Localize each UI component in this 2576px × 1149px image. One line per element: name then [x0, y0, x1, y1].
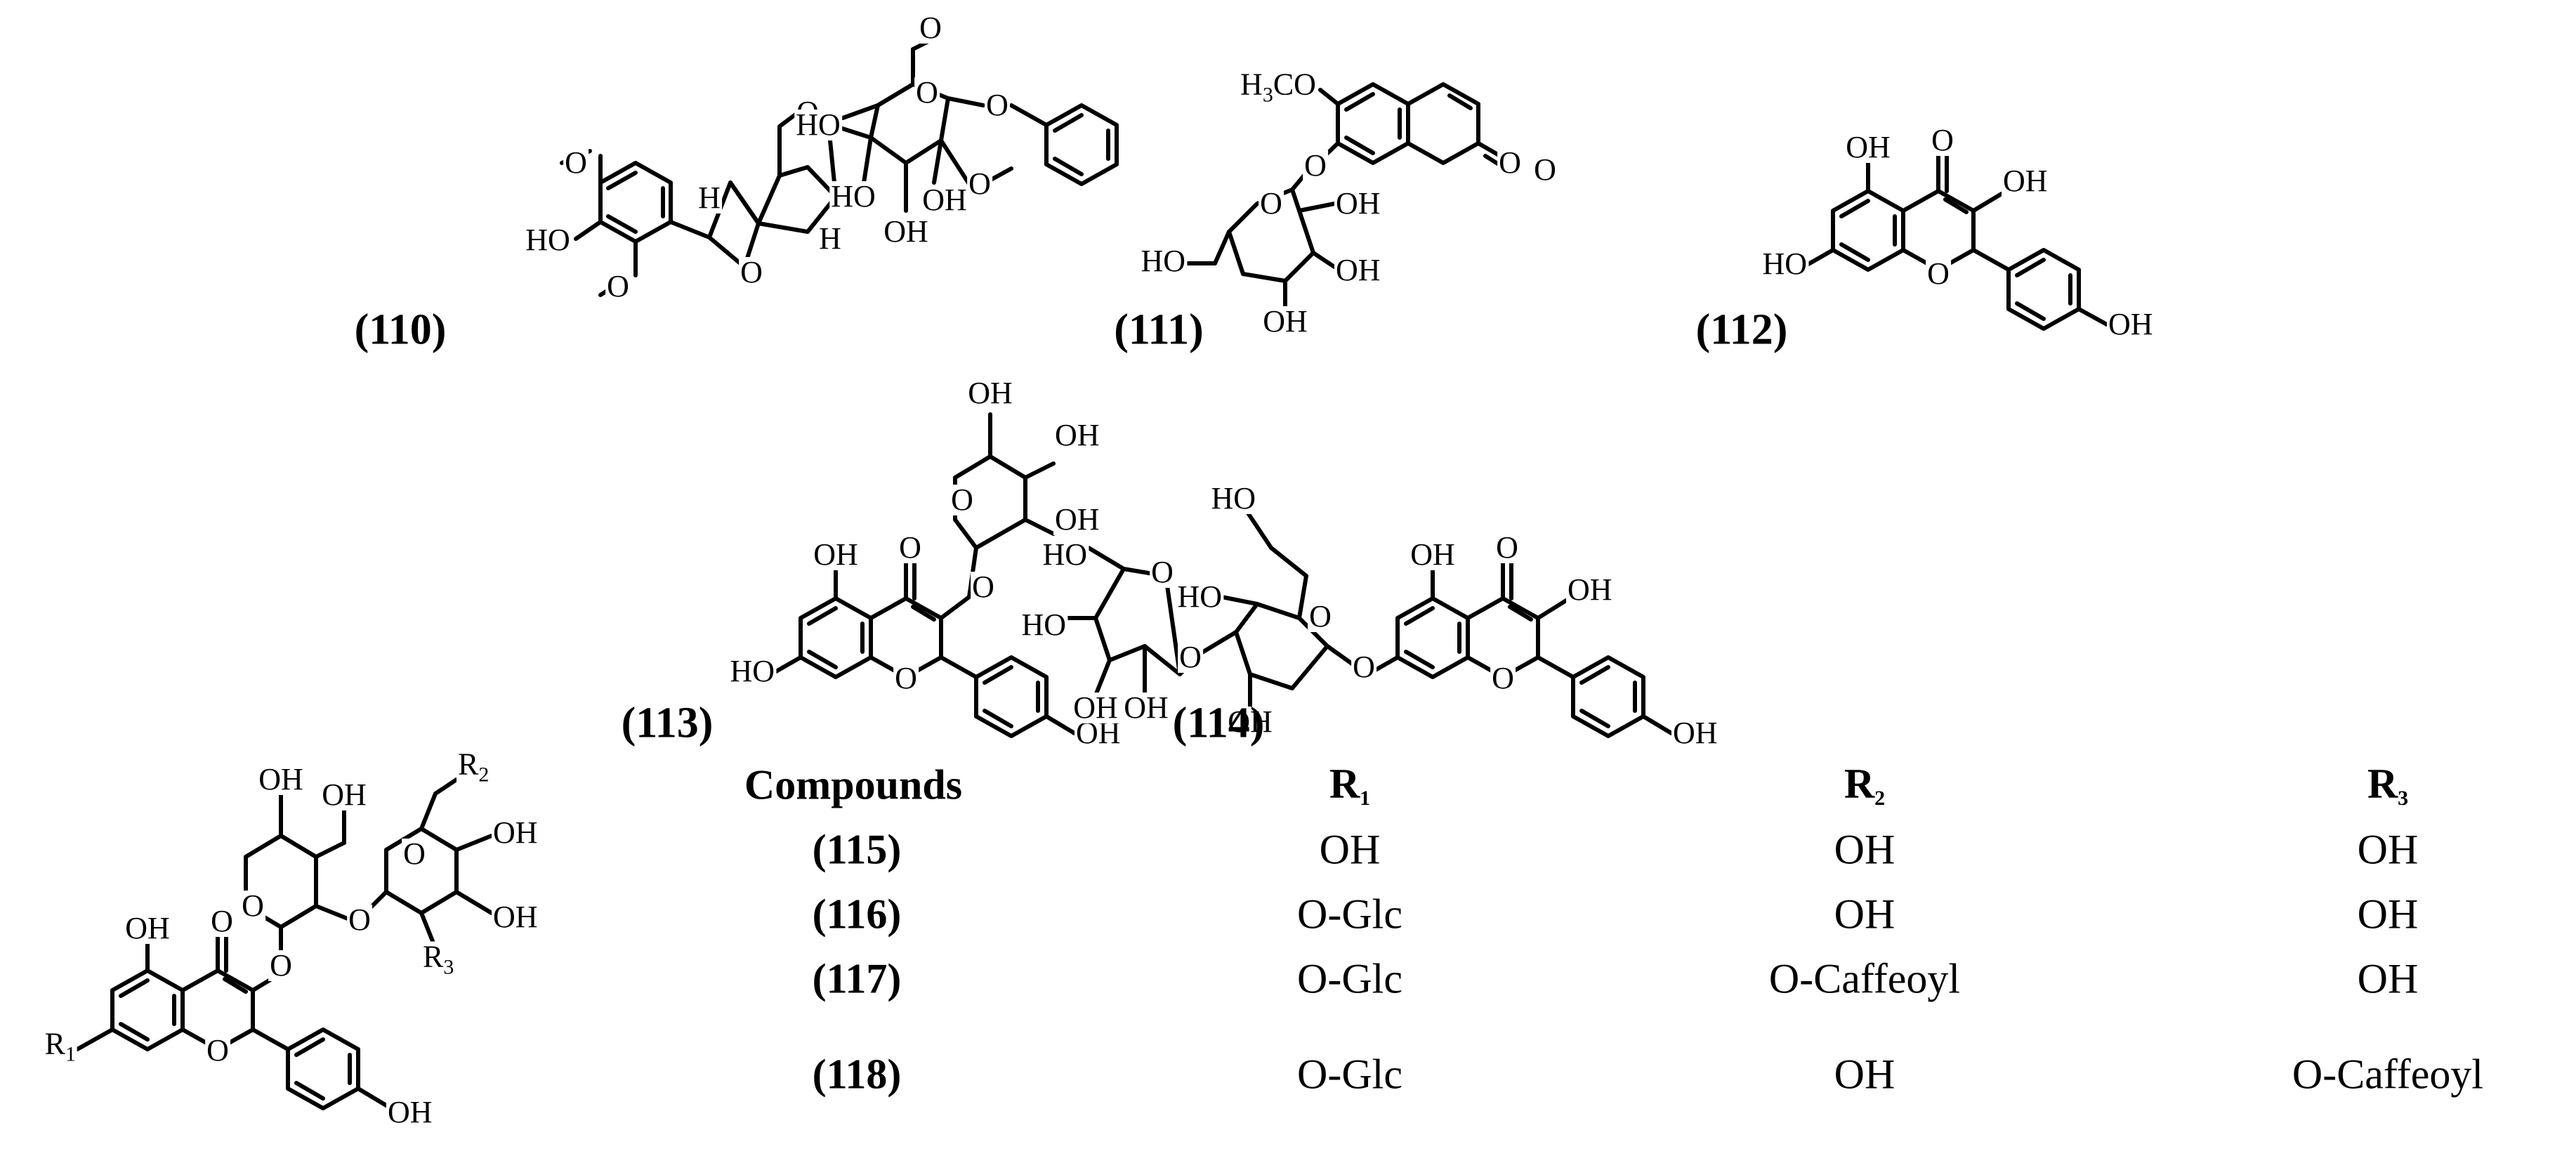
table-row-r1: OH	[1319, 826, 1381, 873]
atom-oh: OH	[882, 214, 930, 249]
atom-ether-o: O	[985, 88, 1010, 122]
atom-ring-o: O	[1490, 661, 1516, 695]
table-row-r3: OH	[2357, 891, 2419, 938]
atom-ring-o: O	[1259, 186, 1284, 221]
atom-oh: OH	[2107, 307, 2155, 341]
atom-ring-o: O	[739, 255, 764, 289]
table-row-r2: OH	[1834, 826, 1895, 873]
atom-ether-o: O	[347, 902, 372, 937]
table-header-r2: R2	[1844, 761, 1886, 810]
atom-oh: OH	[257, 762, 305, 796]
atom-methoxy-o: O	[563, 145, 589, 180]
atom-ho: HO	[829, 179, 877, 214]
atom-oh: OH	[1226, 704, 1274, 739]
atom-oh: OH	[1409, 537, 1457, 572]
atom-oh: OH	[1122, 690, 1170, 725]
compound-113-bonds	[774, 412, 1077, 738]
atom-oh: OH	[1053, 418, 1101, 452]
atom-ho: HO	[1176, 579, 1223, 614]
atom-carbonyl-o: O	[1532, 152, 1558, 187]
atom-ring-o: O	[1150, 555, 1175, 589]
atom-ho: HO	[1020, 608, 1067, 642]
atom-ring-o: O	[240, 888, 265, 923]
atom-oh: OH	[492, 900, 539, 934]
atom-carbonyl-o: O	[898, 530, 923, 565]
atom-oh: OH	[124, 911, 171, 945]
atom-ether-o: O	[1178, 640, 1203, 674]
atom-ring-o: O	[914, 75, 940, 110]
atom-ether-o: O	[1303, 148, 1328, 183]
table-row-r1: O-Glc	[1297, 1051, 1402, 1098]
atom-h: H	[697, 180, 722, 215]
atom-oh: OH	[1334, 186, 1382, 221]
table-row-r2: OH	[1834, 1051, 1895, 1098]
table-row-r1: O-Glc	[1297, 955, 1402, 1002]
table-header-r3: R3	[2367, 761, 2409, 810]
atom-ring-o: O	[205, 1033, 230, 1068]
atom-ether-o: O	[268, 948, 294, 983]
table-row-compound: (117)	[812, 955, 902, 1002]
atom-ring-o: O	[1497, 145, 1523, 180]
atom-ring-o: O	[402, 836, 427, 871]
compound-110-bonds	[560, 33, 1119, 297]
atom-ho: HO	[524, 223, 572, 257]
compound-label-112: (112)	[1695, 306, 1788, 354]
table-row-r1: O-Glc	[1297, 891, 1402, 938]
atom-ring-o: O	[949, 482, 975, 517]
atom-oh: OH	[1053, 502, 1101, 537]
atom-ring-o: O	[893, 661, 919, 695]
table-header-compounds: Compounds	[744, 761, 963, 808]
table-row-r3: OH	[2357, 955, 2419, 1002]
atom-ho: HO	[1041, 537, 1089, 572]
compound-label-110: (110)	[354, 306, 447, 354]
atom-h: H	[817, 221, 843, 256]
table-row-r2: OH	[1834, 891, 1895, 938]
table-row-compound: (116)	[812, 891, 902, 938]
table-row-r3: O-Caffeoyl	[2292, 1051, 2484, 1098]
atom-ho: HO	[794, 107, 842, 142]
compound-112-bonds	[1806, 154, 2109, 331]
atom-oh: OH	[2002, 164, 2049, 198]
atom-methoxy-o: O	[967, 166, 992, 201]
atom-ether-o: O	[1351, 650, 1376, 684]
atom-ether-o: O	[971, 570, 996, 604]
atom-ring-o: O	[1926, 256, 1951, 291]
atom-oh: OH	[921, 183, 968, 217]
atom-oh: OH	[966, 376, 1014, 410]
atom-ho: HO	[1209, 481, 1257, 516]
atom-oh: OH	[386, 1095, 434, 1129]
table-row-compound: (118)	[812, 1051, 902, 1098]
compound-label-111: (111)	[1114, 306, 1204, 354]
atom-ring-o: O	[1308, 599, 1333, 633]
atom-methoxy-o: O	[918, 11, 943, 45]
compound-label-114: (114)	[1172, 699, 1265, 747]
table-row-r3: OH	[2357, 826, 2419, 873]
atom-ho: HO	[1139, 244, 1187, 278]
atom-oh: OH	[1844, 130, 1892, 164]
atom-r2: R2	[456, 749, 491, 791]
atom-ho: HO	[1761, 247, 1808, 281]
atom-oh: OH	[492, 815, 539, 850]
table-row-r2: O-Caffeoyl	[1768, 955, 1961, 1002]
atom-ho: HO	[728, 654, 776, 688]
compound-label-113: (113)	[621, 699, 714, 747]
atom-oh: OH	[1566, 572, 1614, 607]
atom-methoxy-group: H3CO	[1239, 69, 1317, 111]
atom-oh: OH	[812, 537, 860, 572]
atom-oh: OH	[320, 777, 368, 812]
atom-r1: R1	[43, 1028, 77, 1070]
table-row-compound: (115)	[812, 826, 902, 873]
table-header-r1: R1	[1329, 761, 1371, 810]
atom-oh: OH	[1072, 690, 1119, 725]
atom-carbonyl-o: O	[209, 904, 235, 938]
atom-oh: OH	[1261, 304, 1309, 339]
atom-methoxy-o: O	[605, 269, 631, 303]
atom-carbonyl-o: O	[1930, 123, 1955, 157]
atom-r3: R3	[421, 941, 456, 983]
atom-oh: OH	[1334, 253, 1382, 287]
atom-oh: OH	[1671, 716, 1719, 750]
atom-carbonyl-o: O	[1494, 530, 1520, 565]
